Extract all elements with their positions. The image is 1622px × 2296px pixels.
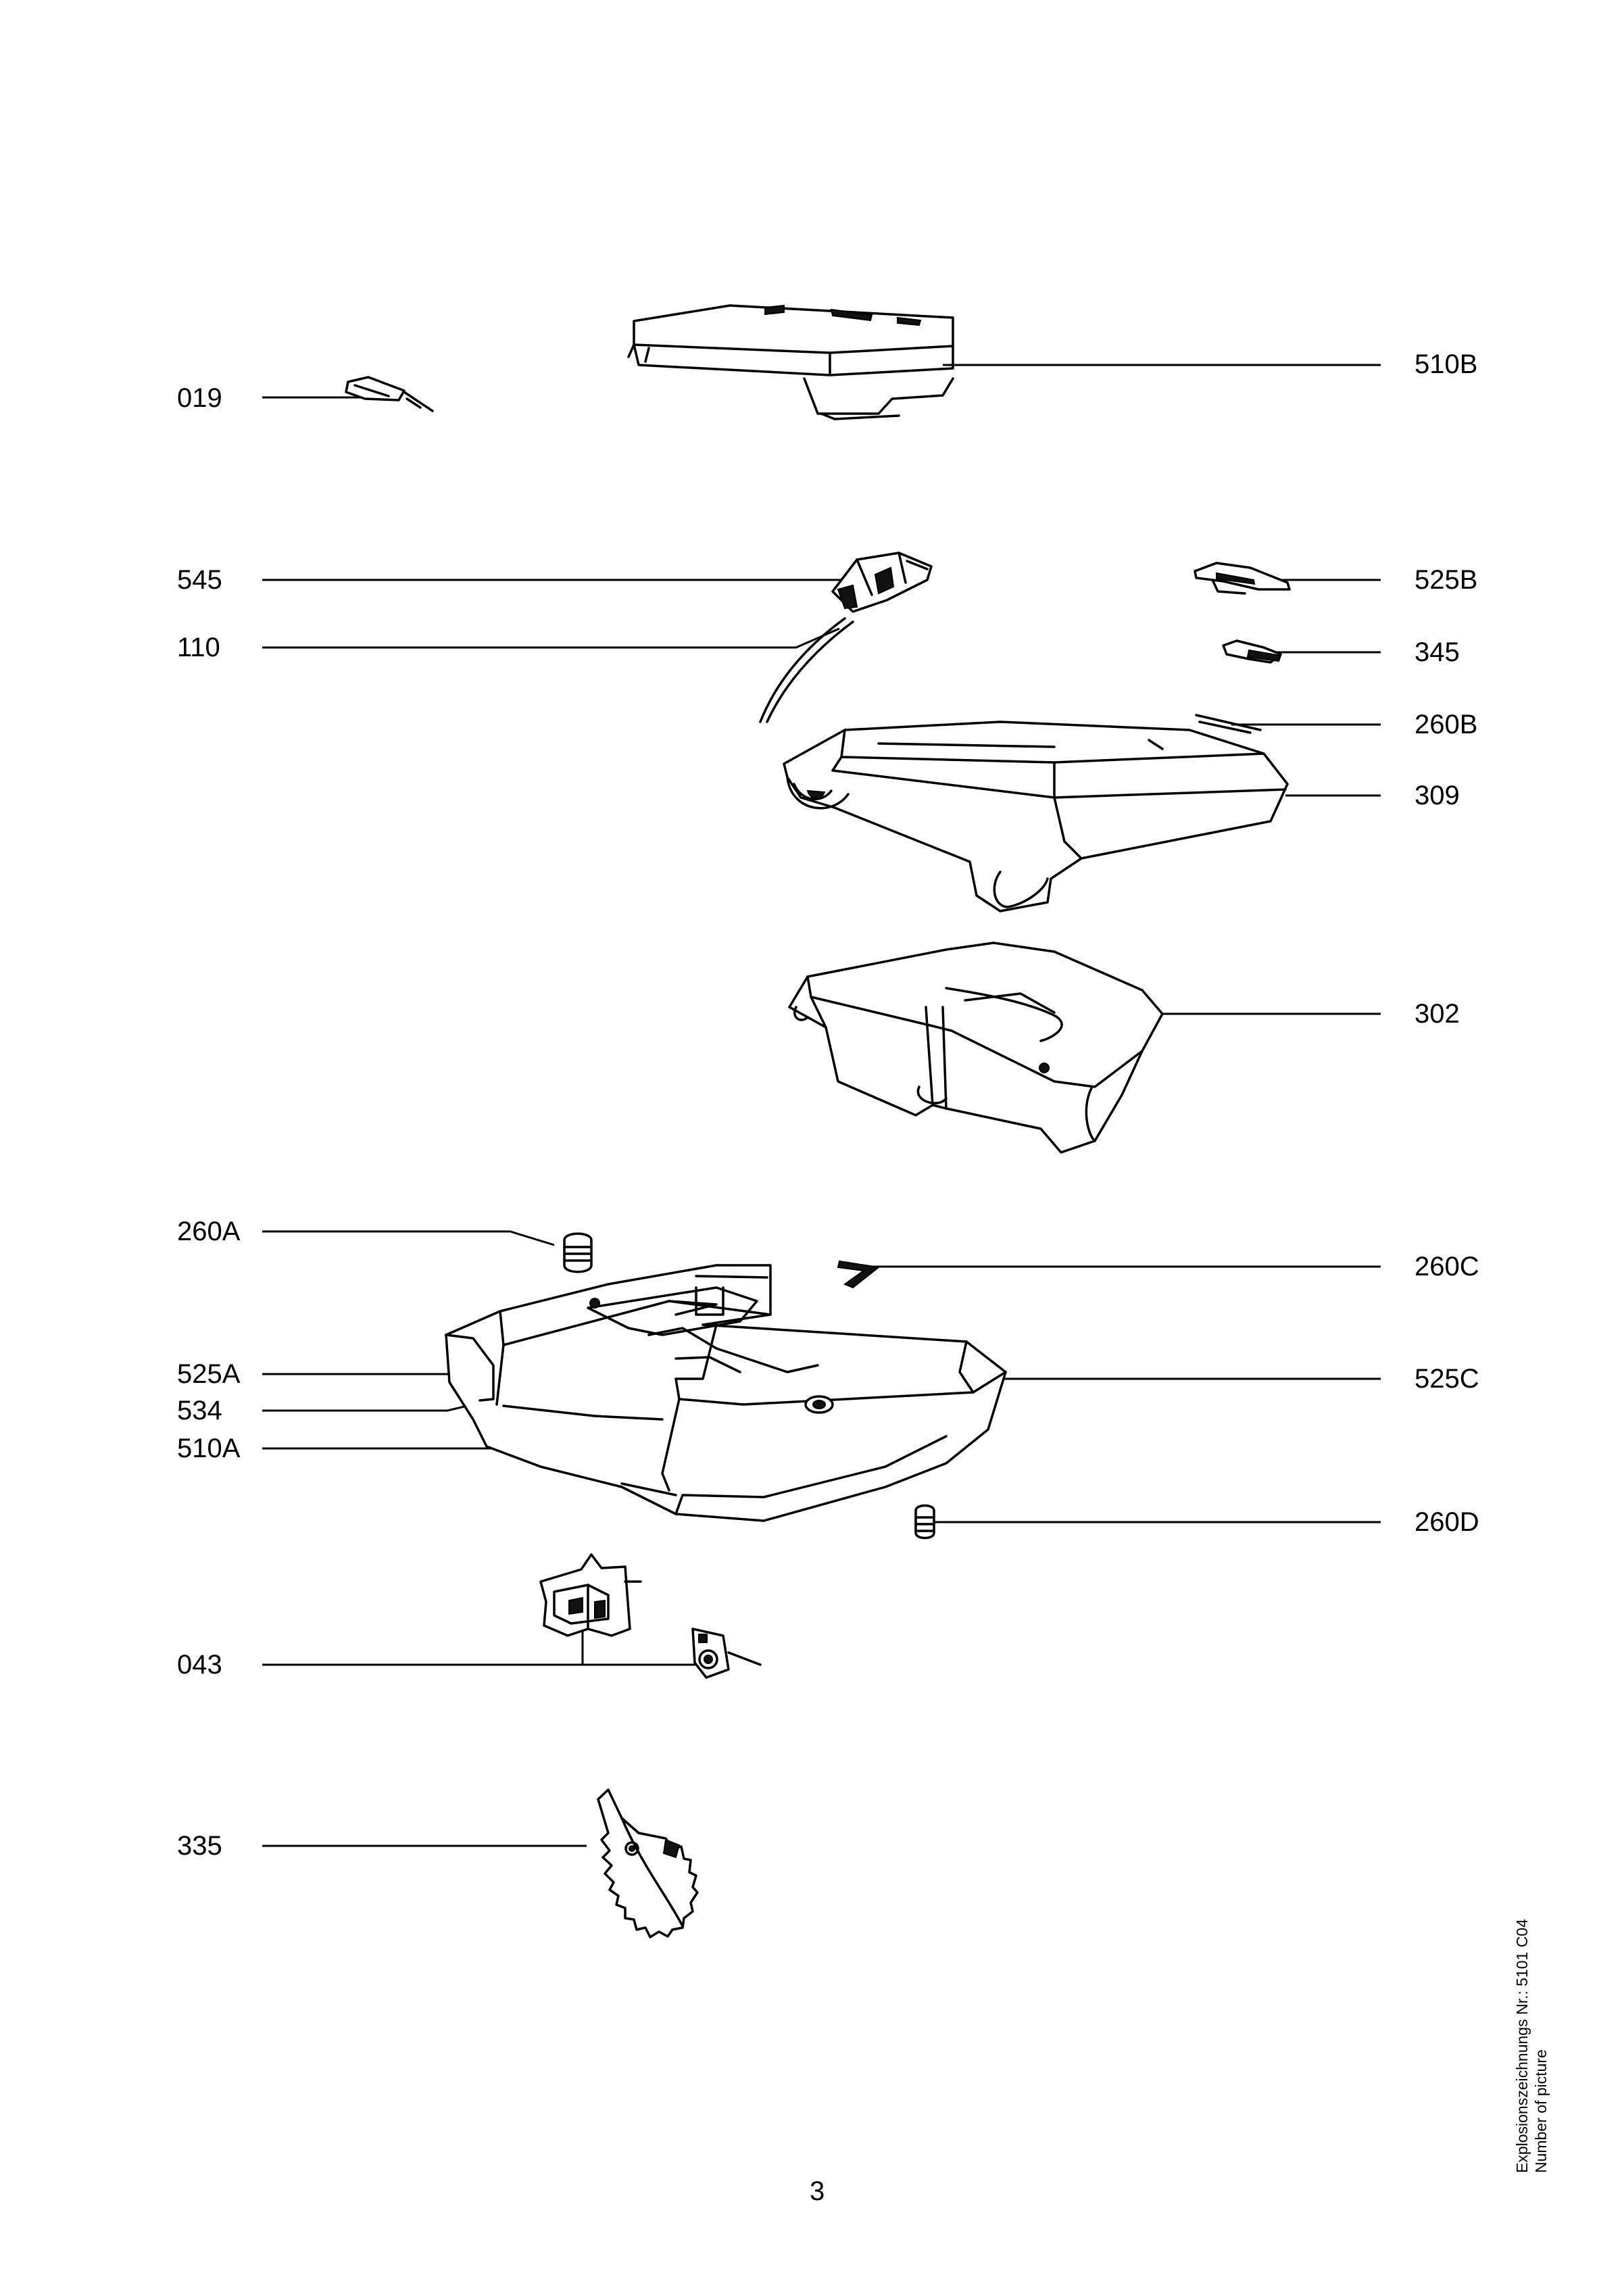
callout-043: 043	[177, 1650, 222, 1680]
part-019-clip	[345, 376, 434, 412]
part-345-clip	[1222, 639, 1282, 664]
part-309-upper-housing	[783, 720, 1289, 912]
callout-110: 110	[177, 633, 220, 662]
picture-number-line1: Explosionszeichnungs Nr.: 5101 C04	[1513, 1919, 1531, 2173]
callout-260b: 260B	[1415, 710, 1478, 739]
callout-525b: 525B	[1415, 565, 1478, 595]
callout-309: 309	[1415, 781, 1460, 810]
callout-019: 019	[177, 383, 222, 413]
callout-534: 534	[177, 1396, 222, 1425]
page-number: 3	[810, 2176, 825, 2206]
callout-260d: 260D	[1415, 1507, 1479, 1537]
part-545-connector	[831, 552, 933, 613]
part-510b-lid-cover	[627, 304, 954, 420]
callout-335: 335	[177, 1831, 222, 1861]
part-260b-pin	[1195, 714, 1262, 734]
callout-302: 302	[1415, 999, 1460, 1029]
part-525b-hinge	[1194, 562, 1291, 595]
leader-110	[262, 627, 840, 649]
leader-260a	[262, 1230, 555, 1246]
part-260c-clip	[837, 1260, 881, 1289]
callout-510b: 510B	[1415, 349, 1478, 379]
leader-lines	[262, 364, 1381, 1847]
part-335-gear-segment	[597, 1788, 699, 1938]
callout-525c: 525C	[1415, 1364, 1479, 1394]
callout-545: 545	[177, 565, 222, 595]
part-302-tray	[788, 942, 1164, 1154]
callout-525a: 525A	[177, 1359, 241, 1389]
callout-345: 345	[1415, 637, 1460, 667]
callout-260c: 260C	[1415, 1252, 1479, 1281]
part-510a-base-housing	[445, 1264, 1007, 1522]
picture-number-caption: Explosionszeichnungs Nr.: 5101 C04 Numbe…	[1513, 1565, 1550, 2173]
callout-260a: 260A	[177, 1217, 241, 1246]
part-260d-spring	[914, 1504, 935, 1540]
part-260a-spring	[563, 1232, 593, 1273]
picture-number-line2: Number of picture	[1532, 2049, 1550, 2173]
callout-510a: 510A	[177, 1434, 241, 1463]
part-110-cable	[759, 617, 854, 723]
part-043-brackets	[539, 1553, 762, 1679]
